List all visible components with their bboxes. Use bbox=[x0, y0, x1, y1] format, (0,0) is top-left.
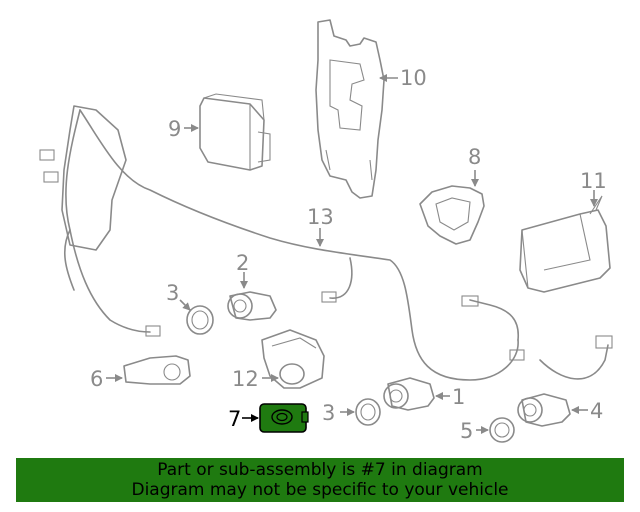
part-2-sensor bbox=[227, 291, 277, 321]
part-5-ring bbox=[489, 417, 515, 443]
part-3-ring-lower bbox=[355, 398, 381, 426]
part-10-bracket bbox=[315, 19, 385, 199]
banner-line-2: Diagram may not be specific to your vehi… bbox=[131, 480, 509, 500]
callout-2: 2 bbox=[236, 251, 249, 275]
part-9-module bbox=[199, 93, 271, 171]
part-4-sensor bbox=[517, 393, 571, 427]
callout-12: 12 bbox=[232, 367, 259, 391]
part-12-housing bbox=[261, 329, 325, 389]
callout-7: 7 bbox=[228, 407, 241, 431]
info-banner: Part or sub-assembly is #7 in diagram Di… bbox=[16, 458, 624, 502]
callout-3-lower: 3 bbox=[322, 401, 335, 425]
callout-11: 11 bbox=[580, 169, 607, 193]
callout-8: 8 bbox=[468, 145, 481, 169]
callout-5: 5 bbox=[460, 419, 473, 443]
callout-9: 9 bbox=[168, 117, 181, 141]
callout-13: 13 bbox=[307, 205, 334, 229]
banner-line-1: Part or sub-assembly is #7 in diagram bbox=[157, 460, 483, 480]
part-3-ring-upper bbox=[186, 305, 214, 335]
part-7-highlighted[interactable] bbox=[259, 403, 309, 433]
part-8-bracket bbox=[419, 185, 485, 245]
part-1-sensor bbox=[383, 377, 435, 411]
part-13-harness bbox=[39, 105, 613, 381]
part-11-module bbox=[519, 195, 611, 293]
callout-4: 4 bbox=[590, 399, 603, 423]
callout-1: 1 bbox=[452, 385, 465, 409]
callout-10: 10 bbox=[400, 66, 427, 90]
callout-6: 6 bbox=[90, 367, 103, 391]
part-6-bracket bbox=[123, 355, 191, 385]
callout-3-upper: 3 bbox=[166, 281, 179, 305]
